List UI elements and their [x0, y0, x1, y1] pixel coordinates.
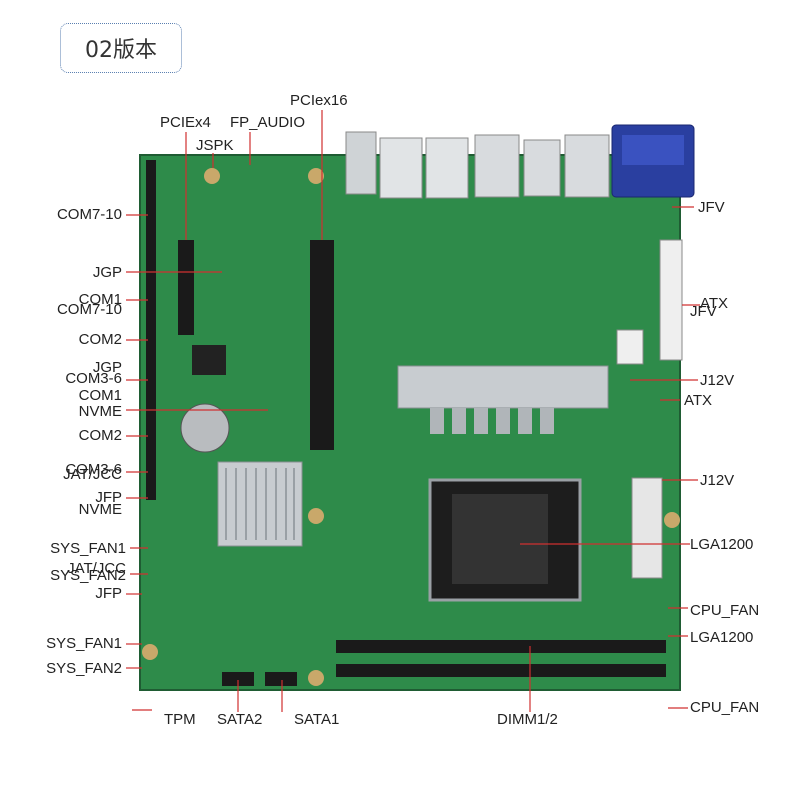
label-com1: COM1: [78, 291, 122, 308]
io-port-lan-1: [474, 134, 520, 198]
label-jgp-b: JGP: [92, 359, 122, 376]
label-j12v-b: J12V: [700, 472, 735, 489]
io-port-usb-lan-1: [379, 137, 423, 199]
label-jat-jcc: JAT/JCC: [63, 466, 122, 483]
label-sys-fan2-b: SYS_FAN2: [46, 660, 122, 677]
dimm1-slot: [336, 640, 666, 653]
io-chip: [192, 345, 226, 375]
io-port-lan-2: [564, 134, 610, 198]
label-j12v: J12V: [700, 372, 735, 389]
version-label: 02版本: [60, 23, 182, 73]
label-jfv-b: JFV: [690, 303, 717, 320]
label-lga1200-b: LGA1200: [690, 629, 754, 646]
label-fp-audio: FP_AUDIO: [230, 114, 306, 131]
chipset-heatsink: [217, 461, 303, 547]
label-com2-b: COM2: [78, 427, 122, 444]
io-port-audio: [345, 131, 377, 195]
label-sys-fan1: SYS_FAN1: [50, 540, 126, 557]
atx-connector: [659, 239, 683, 361]
cmos-battery: [180, 403, 230, 453]
label-jfp-b: JFP: [95, 585, 122, 602]
label-sys-fan1-b: SYS_FAN1: [46, 635, 122, 652]
label-lga1200: LGA1200: [690, 536, 754, 553]
label-jgp: JGP: [92, 264, 122, 281]
pcb-board: [139, 154, 681, 691]
vrm-heatsink: [397, 365, 609, 409]
label-jat-jcc-b: JAT/JCC: [67, 560, 126, 577]
dimm2-slot: [336, 664, 666, 677]
label-com7-10-b: COM7-10: [56, 301, 122, 318]
label-atx-b: ATX: [684, 392, 713, 409]
sata2-port: [222, 672, 254, 686]
label-com2: COM2: [78, 331, 122, 348]
label-pciex16: PCIex16: [290, 92, 348, 109]
label-sys-fan2: SYS_FAN2: [50, 567, 126, 584]
label-com7-10: COM7-10: [56, 206, 122, 223]
label-jfv: JFV: [698, 199, 725, 216]
j12v-connector: [616, 329, 644, 365]
sata1-port: [265, 672, 297, 686]
label-nvme: NVME: [78, 403, 122, 420]
label-jspk: JSPK: [196, 137, 234, 154]
label-com3-6: COM3-6: [65, 370, 122, 387]
pciex4-slot: [178, 240, 194, 335]
io-port-usb-1: [523, 139, 561, 197]
label-tpm: TPM: [164, 711, 196, 728]
label-cpu-fan: CPU_FAN: [690, 602, 760, 619]
pciex16-slot: [310, 240, 334, 450]
label-dimm: DIMM1/2: [497, 711, 558, 728]
label-atx: ATX: [700, 295, 729, 312]
cpu-power-connector: [631, 477, 663, 579]
io-port-usb-lan-2: [425, 137, 469, 199]
com7-10-header: [146, 160, 156, 500]
label-jfp: JFP: [95, 489, 122, 506]
label-sata2: SATA2: [217, 711, 263, 728]
label-sata1: SATA1: [294, 711, 340, 728]
label-com3-6-b: COM3-6: [65, 461, 122, 478]
label-com1-b: COM1: [78, 387, 122, 404]
label-pciex4: PCIEx4: [160, 114, 211, 131]
leader-lines: [126, 110, 700, 712]
label-nvme-b: NVME: [78, 501, 122, 518]
label-cpu-fan-b: CPU_FAN: [690, 699, 760, 716]
